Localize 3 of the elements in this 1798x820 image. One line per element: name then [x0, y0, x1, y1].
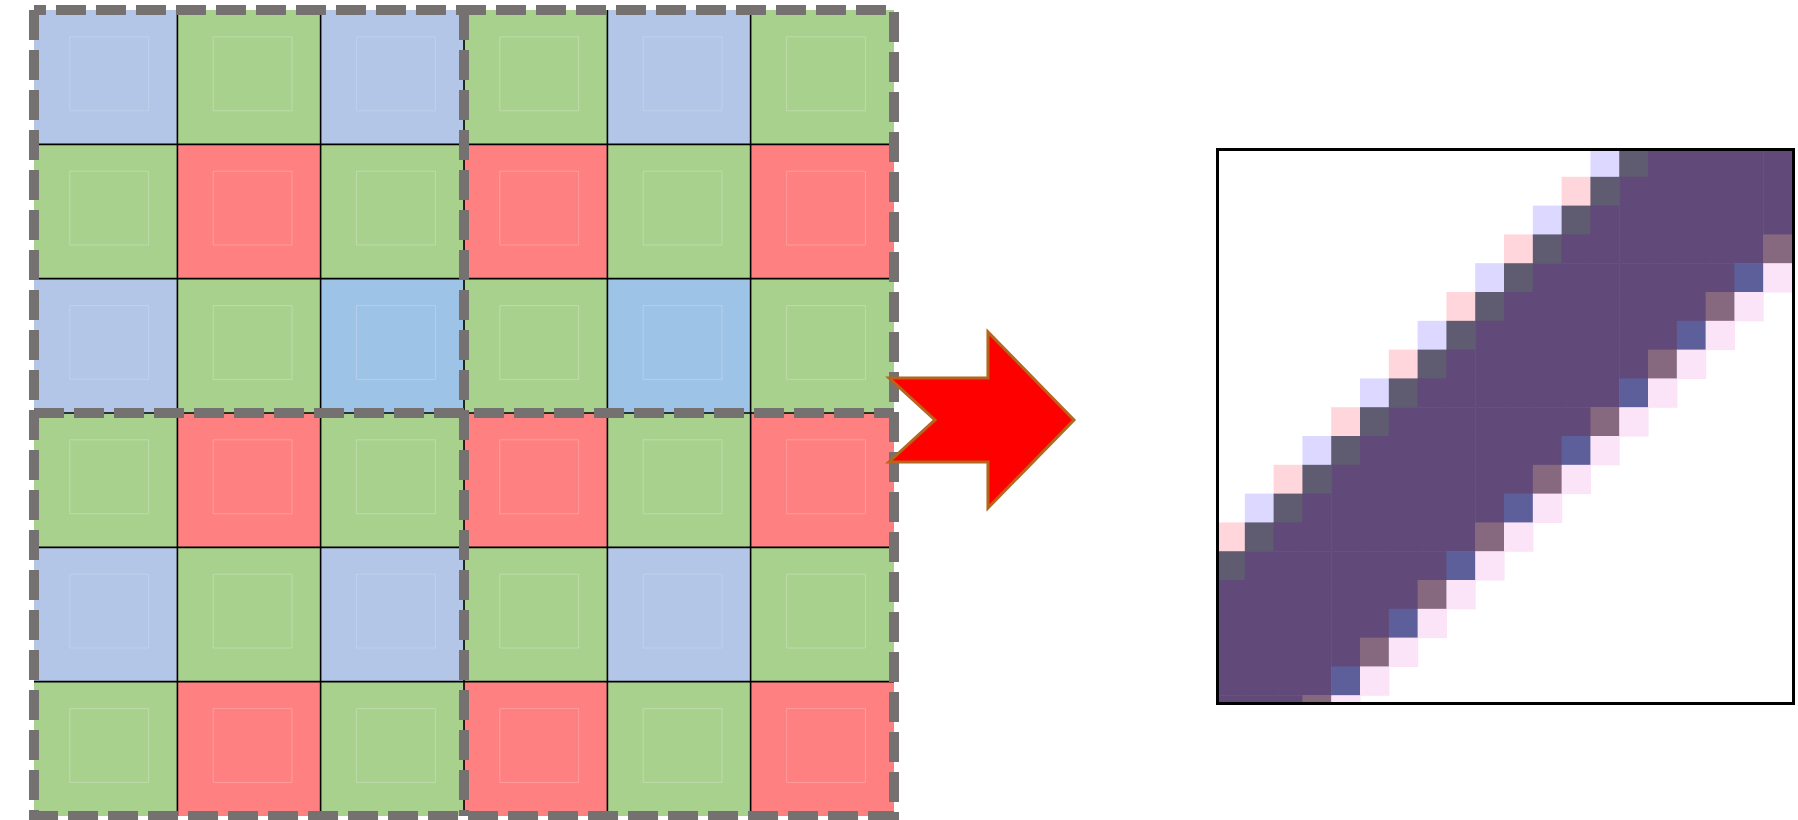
picture	[1216, 148, 1795, 705]
arrow	[885, 328, 1077, 512]
picture	[29, 5, 899, 820]
